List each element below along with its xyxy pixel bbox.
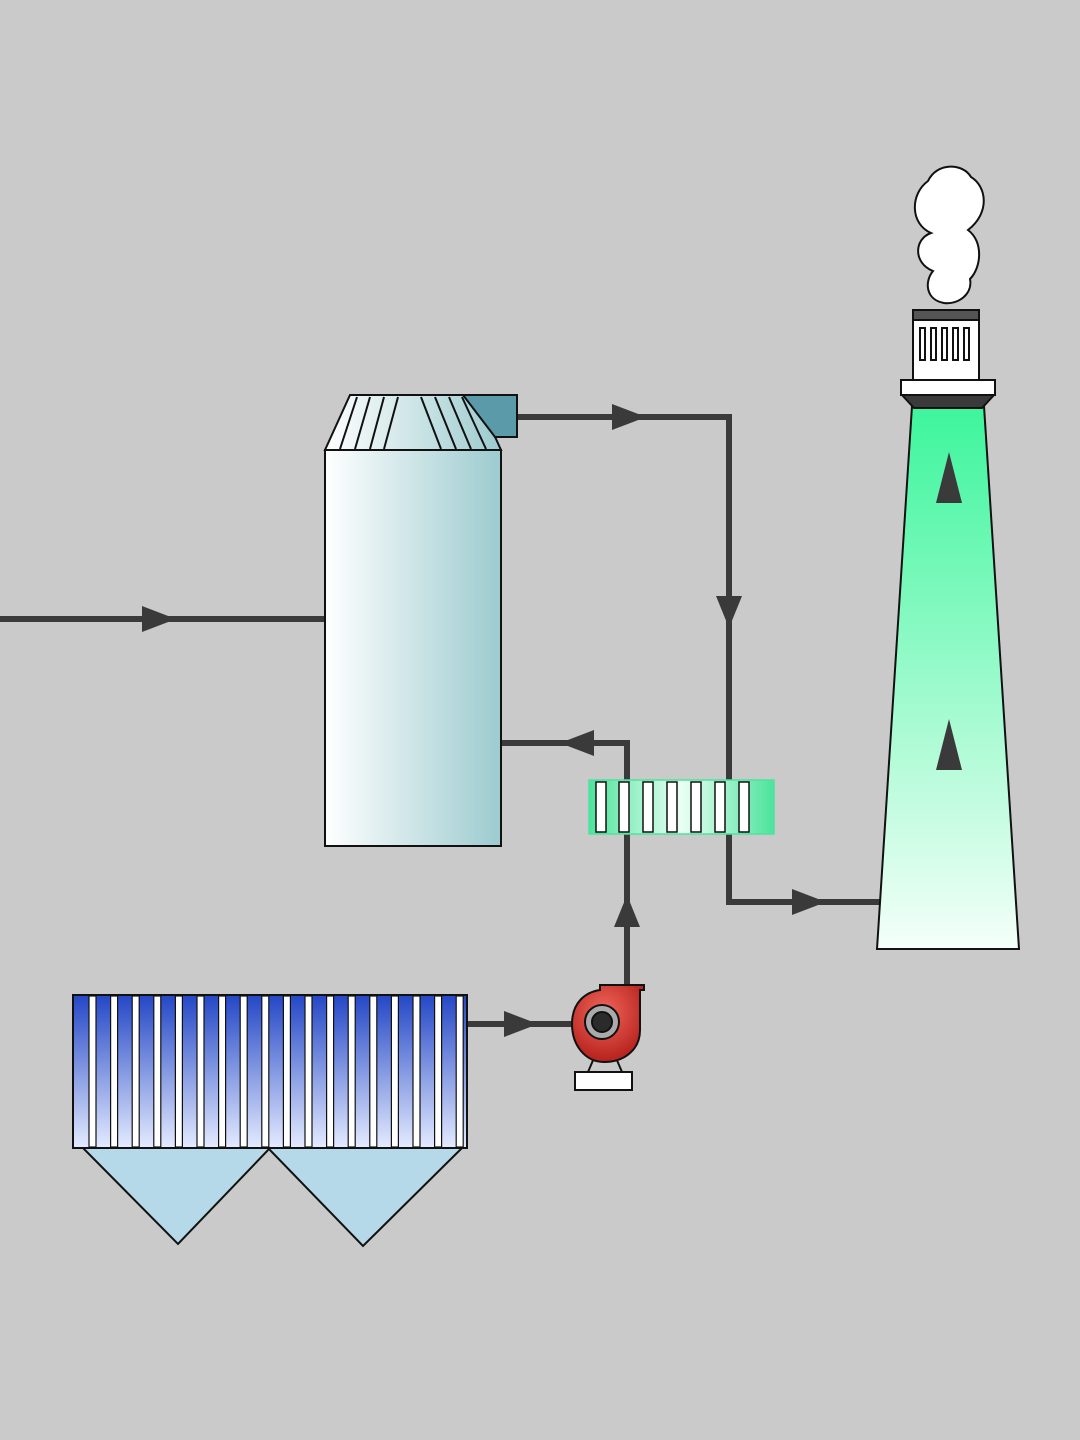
filter-bag bbox=[347, 995, 356, 1148]
filter-bag bbox=[390, 995, 399, 1148]
filter-bag bbox=[218, 995, 227, 1148]
fan-up-flow-arrow bbox=[614, 895, 640, 927]
absorber-tower bbox=[323, 394, 518, 847]
filter-bag bbox=[174, 995, 183, 1148]
filter-bag bbox=[196, 995, 205, 1148]
inlet-flow-arrow bbox=[142, 606, 176, 632]
filter-bag bbox=[88, 995, 97, 1148]
dust-collector bbox=[72, 994, 468, 1248]
chimney-collar bbox=[899, 394, 997, 409]
filter-bag bbox=[109, 995, 119, 1148]
chimney-cap-rim bbox=[912, 309, 980, 321]
fan-base bbox=[574, 1071, 633, 1091]
absorber-tower-body bbox=[324, 449, 502, 847]
stack-upper-flow-arrow bbox=[936, 452, 962, 503]
filter-bag bbox=[282, 995, 291, 1148]
fan-inlet-hub bbox=[591, 1011, 613, 1033]
filter-bag bbox=[304, 995, 313, 1148]
collector-to-fan-flow-arrow bbox=[504, 1011, 538, 1037]
filter-bag bbox=[434, 995, 443, 1148]
filter-bag bbox=[326, 995, 335, 1148]
absorber-outlet-duct bbox=[460, 394, 518, 438]
chimney-cap-vents bbox=[919, 327, 970, 361]
filter-bag bbox=[369, 995, 378, 1148]
absorber-hood-slats bbox=[339, 396, 487, 450]
descending-flow-arrow bbox=[716, 596, 742, 628]
filter-bag bbox=[153, 995, 162, 1148]
booster-fan bbox=[570, 984, 645, 1091]
filter-bag bbox=[239, 995, 248, 1148]
chimney bbox=[875, 309, 1021, 950]
heater-tubes bbox=[595, 781, 750, 833]
to-stack-flow-arrow bbox=[792, 889, 826, 915]
cloud-icon bbox=[913, 165, 985, 305]
filter-bag bbox=[261, 995, 270, 1148]
chimney-platform bbox=[900, 379, 996, 396]
collector-hopper-right bbox=[265, 1147, 465, 1248]
flow-arrows bbox=[142, 404, 826, 1037]
filter-bag bbox=[412, 995, 421, 1148]
collector-hopper-left bbox=[80, 1147, 273, 1246]
stack-lower-flow-arrow bbox=[936, 719, 962, 770]
filter-bag bbox=[455, 995, 464, 1148]
absorber-outlet-flow-arrow bbox=[612, 404, 646, 430]
gas-gas-heater bbox=[588, 779, 775, 835]
filter-bag bbox=[131, 995, 140, 1148]
collector-filter-bags bbox=[88, 995, 464, 1148]
heater-to-absorber-flow-arrow bbox=[560, 730, 594, 756]
